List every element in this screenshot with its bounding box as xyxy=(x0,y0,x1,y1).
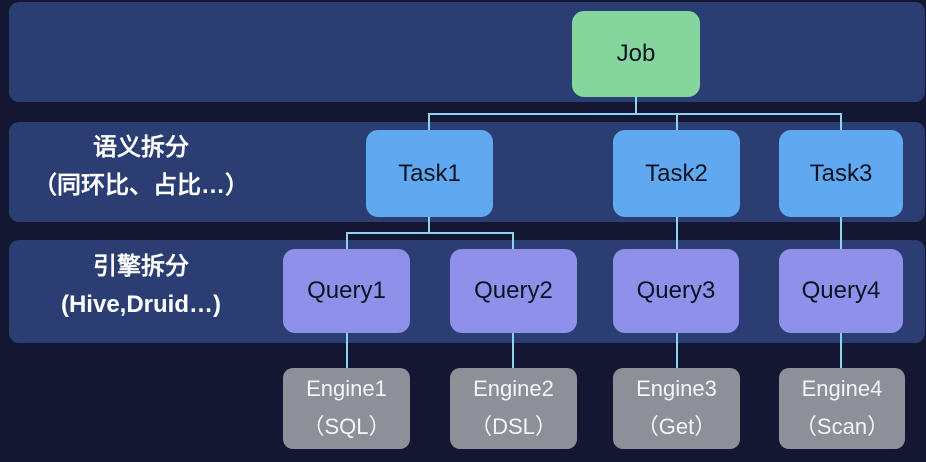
node-query-2-label: Query2 xyxy=(474,277,553,304)
node-query-3-label: Query3 xyxy=(636,277,716,304)
node-query-2: Query2 xyxy=(450,249,577,333)
node-task-1-label: Task1 xyxy=(398,159,461,187)
node-query-3: Query3 xyxy=(613,249,739,333)
node-engine-3: Engine3 （Get） xyxy=(613,368,740,449)
connector-task2-drop xyxy=(676,114,678,131)
node-engine-1: Engine1 （SQL） xyxy=(283,368,410,449)
node-engine-4: Engine4 （Scan） xyxy=(779,368,905,449)
connector-query3-engine3 xyxy=(676,333,678,369)
node-query-1-label: Query1 xyxy=(307,277,386,304)
node-query-4-label: Query4 xyxy=(801,277,881,304)
connector-query2-engine2 xyxy=(512,333,514,369)
node-task-3-label: Task3 xyxy=(809,159,873,187)
node-job-label: Job xyxy=(616,40,656,67)
node-task-3: Task3 xyxy=(779,130,903,217)
query-row-label-line1: 引擎拆分 xyxy=(93,253,189,280)
node-engine-2-label: Engine2 xyxy=(473,376,554,401)
connector-tasks-hbar xyxy=(428,113,842,115)
node-task-2: Task2 xyxy=(613,130,740,217)
node-engine-4-sublabel: （Scan） xyxy=(794,414,890,439)
node-engine-4-label: Engine4 xyxy=(801,376,883,401)
connector-query4-engine4 xyxy=(840,333,842,369)
connector-task2-query3 xyxy=(676,217,678,250)
node-query-1: Query1 xyxy=(283,249,410,333)
task-row-label: 语义拆分 （同环比、占比…） xyxy=(10,134,272,200)
node-query-4: Query4 xyxy=(779,249,903,333)
connector-task1-drop xyxy=(428,114,430,131)
node-job: Job xyxy=(572,11,700,97)
connector-query1-drop xyxy=(346,233,348,250)
connector-task3-drop xyxy=(840,114,842,131)
node-engine-1-sublabel: （SQL） xyxy=(302,414,391,439)
node-engine-2-sublabel: （DSL） xyxy=(470,414,557,439)
query-row-label-line2: (Hive,Druid…) xyxy=(60,291,221,318)
job-row-band xyxy=(9,2,925,102)
connector-task1-down xyxy=(428,217,430,233)
connector-queries-hbar xyxy=(346,232,514,234)
node-engine-3-label: Engine3 xyxy=(636,376,717,401)
node-engine-1-label: Engine1 xyxy=(306,376,387,401)
node-task-1: Task1 xyxy=(366,130,493,217)
connector-task3-query4 xyxy=(840,217,842,250)
connector-query2-drop xyxy=(512,233,514,250)
task-row-label-line1: 语义拆分 xyxy=(93,134,189,161)
node-engine-2: Engine2 （DSL） xyxy=(450,368,577,449)
connector-query1-engine1 xyxy=(346,333,348,369)
query-row-label: 引擎拆分 (Hive,Druid…) xyxy=(10,253,272,319)
node-engine-3-sublabel: （Get） xyxy=(636,414,717,439)
connector-job-down xyxy=(635,97,637,114)
task-row-label-line2: （同环比、占比…） xyxy=(33,172,249,199)
node-task-2-label: Task2 xyxy=(645,159,708,187)
